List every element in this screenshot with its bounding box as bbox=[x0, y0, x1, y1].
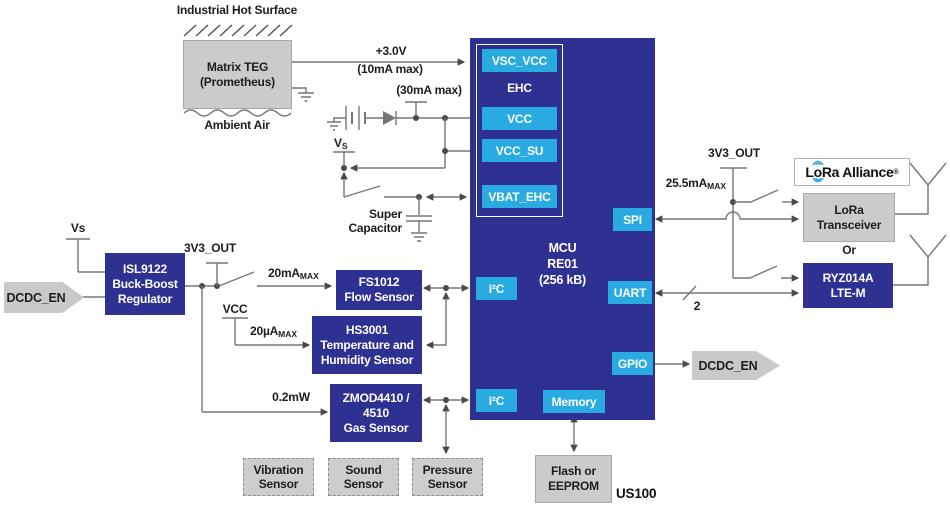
supercap-icon bbox=[406, 197, 432, 242]
tbar-30ma bbox=[405, 101, 427, 121]
port-vbat-ehc: VBAT_EHC bbox=[482, 185, 557, 208]
board-label: US100 bbox=[616, 486, 657, 501]
port-spi: SPI bbox=[613, 208, 652, 231]
i2c-bus-top bbox=[422, 284, 470, 349]
port-gpio: GPIO bbox=[612, 352, 653, 375]
lte-antenna-icon bbox=[893, 234, 947, 286]
battery-current-label: (30mA max) bbox=[396, 83, 462, 97]
vs-battery-tbar bbox=[333, 151, 355, 171]
lora-arcs-bottom-icon bbox=[812, 178, 824, 183]
radio-budget-label: 25.5mAMAX bbox=[665, 176, 726, 191]
spi-bus bbox=[654, 211, 800, 223]
supercap-label: Super Capacitor bbox=[348, 207, 402, 235]
port-memory: Memory bbox=[543, 390, 605, 413]
humidity-sensor-block: HS3001 Temperature and Humidity Sensor bbox=[312, 316, 422, 374]
lora-logo-o: o bbox=[812, 160, 824, 183]
ehc-frame bbox=[476, 44, 563, 217]
flow-sensor-block: FS1012 Flow Sensor bbox=[336, 270, 422, 310]
flow-budget-label: 20mAMAX bbox=[268, 266, 319, 281]
or-label: Or bbox=[842, 243, 856, 257]
sound-sensor-block: Sound Sensor bbox=[328, 458, 399, 496]
hot-surface-hatch-icon bbox=[183, 24, 293, 37]
hot-surface-label: Industrial Hot Surface bbox=[176, 3, 298, 17]
uart-bus bbox=[654, 285, 800, 301]
uart-wire-count-label: 2 bbox=[693, 299, 701, 313]
lora-transceiver-block: LoRa Transceiver bbox=[803, 193, 895, 242]
ehc-label: EHC bbox=[507, 81, 532, 95]
ambient-wave-icon bbox=[183, 109, 292, 117]
port-vcc: VCC bbox=[482, 107, 557, 130]
lora-arcs-top-icon bbox=[812, 160, 824, 165]
matrix-teg-block: Matrix TEG (Prometheus) bbox=[183, 40, 292, 109]
flash-eeprom-block: Flash or EEPROM bbox=[535, 455, 612, 503]
battery-icon bbox=[345, 106, 383, 130]
diode-icon bbox=[383, 111, 397, 125]
wire-3v3-to-gas bbox=[201, 286, 329, 416]
gas-budget-label: 0.2mW bbox=[272, 390, 310, 404]
port-i2c-top: I²C bbox=[476, 277, 517, 300]
teg-label-line1: Matrix TEG bbox=[206, 59, 269, 74]
vs-battery-label: VS bbox=[334, 136, 348, 151]
3v3-out-right-label: 3V3_OUT bbox=[708, 146, 760, 160]
humidity-budget-label: 20µAMAX bbox=[250, 324, 298, 339]
port-vcc-su: VCC_SU bbox=[482, 139, 557, 162]
supply-current-label: (10mA max) bbox=[357, 62, 423, 76]
mcu-label: MCU RE01 (256 kB) bbox=[538, 241, 587, 287]
vcc-label: VCC bbox=[222, 302, 248, 316]
battery-ground-icon bbox=[327, 117, 346, 131]
ambient-air-label: Ambient Air bbox=[204, 118, 270, 132]
lte-modem-block: RYZ014A LTE-M bbox=[803, 263, 893, 308]
regulator-block: ISL9122 Buck-Boost Regulator bbox=[105, 253, 185, 315]
teg-label-line2: (Prometheus) bbox=[200, 74, 275, 89]
port-vsc-vcc: VSC_VCC bbox=[482, 49, 557, 72]
pressure-sensor-block: Pressure Sensor bbox=[412, 458, 483, 496]
wire-vcc-to-humidity bbox=[222, 317, 311, 349]
wire-vccsu-branch bbox=[349, 115, 470, 172]
lora-antenna-icon bbox=[893, 162, 947, 215]
gas-sensor-block: ZMOD4410 / 4510 Gas Sensor bbox=[330, 384, 422, 442]
3v3-out-left-label: 3V3_OUT bbox=[184, 241, 236, 255]
port-uart: UART bbox=[608, 281, 652, 304]
port-i2c-bottom: I²C bbox=[476, 389, 517, 412]
supercap-switch-icon bbox=[340, 171, 422, 200]
vibration-sensor-block: Vibration Sensor bbox=[243, 458, 314, 496]
vs-left-tbar bbox=[66, 238, 105, 273]
teg-ground-icon bbox=[290, 87, 314, 102]
supply-voltage-label: +3.0V bbox=[375, 44, 407, 58]
vs-left-label: Vs bbox=[70, 221, 86, 235]
switch-20ma-icon bbox=[218, 271, 333, 290]
power-3v3-right bbox=[720, 167, 800, 282]
i2c-bus-bottom bbox=[422, 396, 470, 455]
